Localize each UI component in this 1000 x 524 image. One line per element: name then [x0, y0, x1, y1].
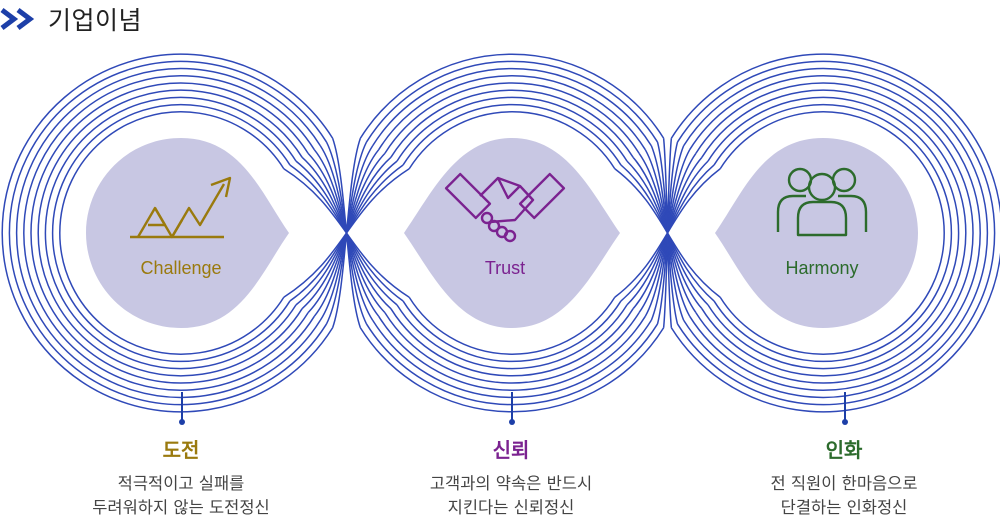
wave-line: [23, 75, 315, 391]
wave-line: [670, 53, 1000, 413]
wave-line: [713, 103, 953, 363]
wave-line: [402, 300, 622, 363]
wave-line: [1, 53, 334, 413]
wave-line: [359, 53, 665, 139]
value-name-en-challenge: Challenge: [140, 258, 221, 278]
wave-line: [378, 75, 646, 151]
wave-line: [676, 60, 996, 406]
wave-line: [30, 82, 309, 384]
value-name-ko-challenge: 도전: [162, 438, 200, 462]
wave-line: [378, 315, 646, 391]
value-name-ko-harmony: 인화: [825, 438, 863, 462]
connector-trust: [509, 392, 514, 425]
wave-line: [8, 60, 328, 406]
value-card-challenge: 도전 적극적이고 실패를 두려워하지 않는 도전정신: [31, 434, 331, 520]
wave-line: [707, 96, 960, 370]
connector-harmony: [842, 392, 847, 425]
wave-line: [365, 60, 659, 143]
value-blobs: [86, 138, 918, 328]
value-desc-line1-trust: 고객과의 약속은 반드시: [429, 474, 593, 493]
wave-line: [384, 82, 640, 154]
wave-line: [384, 312, 640, 384]
value-blob-challenge: [86, 138, 289, 328]
wave-line: [695, 82, 974, 384]
value-name-en-trust: Trust: [485, 258, 525, 278]
wave-line: [51, 103, 291, 363]
wave-line: [662, 138, 673, 328]
connector-challenge: [179, 392, 184, 425]
people-group-icon: [776, 167, 868, 237]
value-blob-harmony: [715, 138, 918, 328]
value-name-ko-trust: 신뢰: [492, 438, 530, 462]
value-desc-line1-harmony: 전 직원이 한마음으로: [770, 474, 918, 493]
value-desc-line1-challenge: 적극적이고 실패를: [117, 474, 245, 493]
wave-line: [682, 67, 989, 399]
wave-line: [44, 96, 297, 370]
wave-line: [402, 103, 622, 166]
wave-line: [59, 111, 285, 355]
wave-line: [371, 319, 653, 399]
double-chevron-icon: [0, 8, 35, 30]
wave-line: [396, 96, 628, 162]
rising-arrow-icon: [130, 176, 232, 239]
value-desc-line2-challenge: 두려워하지 않는 도전정신: [92, 498, 270, 517]
value-desc-line2-trust: 지킨다는 신뢰정신: [447, 498, 575, 517]
value-card-harmony: 인화 전 직원이 한마음으로 단결하는 인화정신: [694, 434, 994, 520]
wave-line: [371, 67, 653, 147]
page-title: 기업이념: [48, 6, 143, 35]
handshake-icon: [444, 172, 566, 243]
wave-line: [390, 89, 634, 158]
value-card-trust: 신뢰 고객과의 약속은 반드시 지킨다는 신뢰정신: [361, 434, 661, 520]
wave-line: [719, 111, 945, 355]
value-name-en-harmony: Harmony: [785, 258, 858, 278]
value-blob-trust: [404, 138, 620, 328]
wave-line: [701, 89, 967, 377]
wave-line: [390, 308, 634, 377]
wave-line: [689, 75, 981, 391]
value-desc-line2-harmony: 단결하는 인화정신: [780, 498, 908, 517]
wave-line: [15, 67, 322, 399]
wave-line: [408, 111, 616, 170]
section-header: 기업이념: [0, 2, 142, 36]
wave-line: [37, 89, 303, 377]
wave-line: [396, 304, 628, 370]
wave-line: [408, 296, 616, 355]
wave-line: [331, 138, 362, 328]
infinity-wave-lines: [1, 53, 1000, 413]
